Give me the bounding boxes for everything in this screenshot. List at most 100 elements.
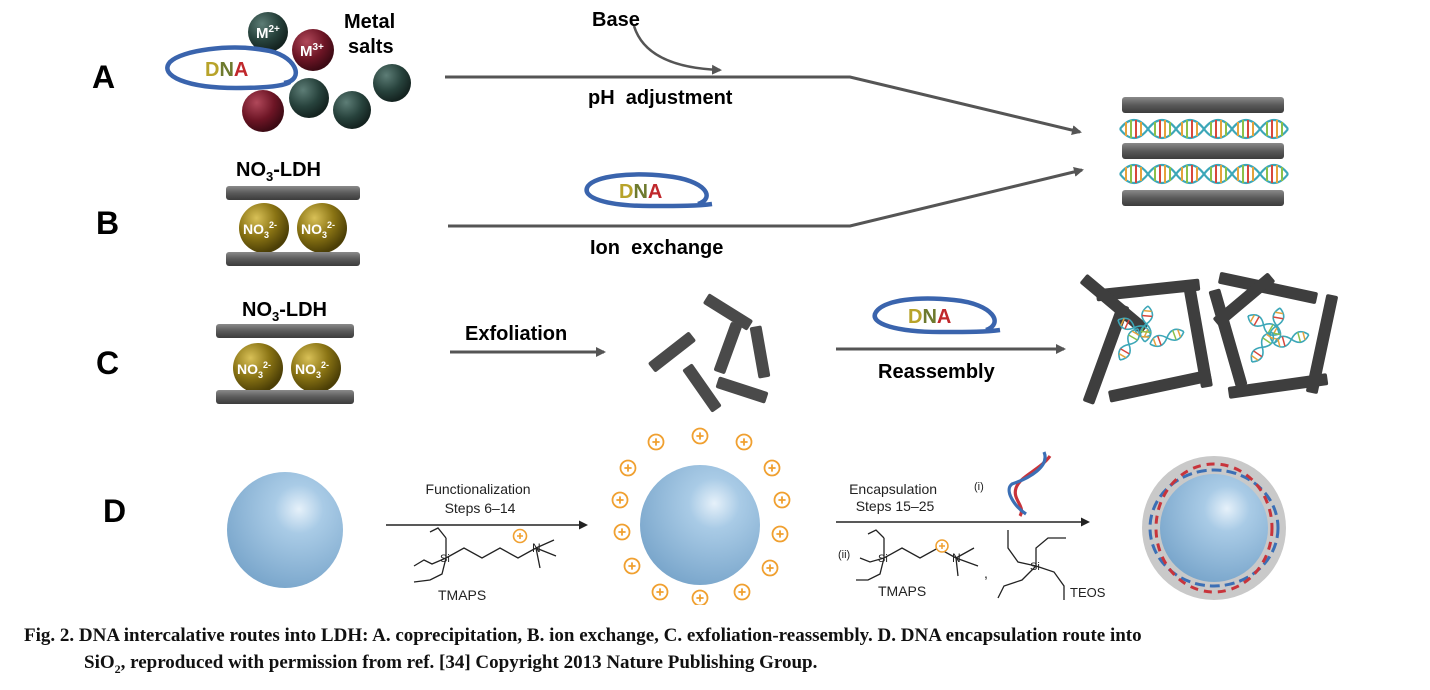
ldh-layer	[216, 390, 354, 404]
dna-label-c: DNA	[908, 306, 951, 328]
plus-charge-icon	[735, 433, 753, 451]
reagent-marker-ii: (ii)	[838, 549, 850, 561]
exfoliation-label: Exfoliation	[465, 323, 567, 345]
no3-ldh-label-c: NO3-LDH	[242, 299, 327, 324]
tmaps-si-label-2: Si	[878, 553, 888, 565]
dna-loop-b: DNA	[584, 172, 713, 209]
nanosheet	[648, 332, 696, 372]
intercalated-ldh-product	[1118, 97, 1290, 206]
no3-anion-sphere	[239, 203, 289, 253]
dna-wrap	[1148, 468, 1280, 588]
ldh-layer	[1122, 97, 1284, 113]
metal-ions-cluster: M2+ M3+	[242, 12, 411, 132]
plus-charge-icon	[611, 491, 629, 509]
reassembled-cage	[1080, 274, 1213, 405]
no3-anion-sphere	[297, 203, 347, 253]
nanosheet	[714, 322, 742, 374]
m2-ion-sphere	[248, 12, 288, 52]
no3-anion-label: NO32-	[243, 220, 277, 240]
base-addition-arrow	[632, 25, 722, 75]
ion-exchange-label: Ion exchange	[590, 237, 723, 259]
maroon-ion-sphere	[242, 90, 284, 132]
tmaps-label: TMAPS	[438, 587, 486, 603]
figure-caption: Fig. 2. DNA intercalative routes into LD…	[24, 622, 1414, 683]
ldh-layer	[1122, 143, 1284, 159]
ion-exchange-arrow	[448, 167, 1084, 228]
row-b-label: B	[96, 205, 119, 241]
silica-core	[1160, 474, 1268, 582]
plus-charge-icon	[771, 525, 789, 543]
row-c-label: C	[96, 345, 119, 381]
no3-anion-sphere	[233, 343, 283, 393]
no3-ldh-label-b: NO3-LDH	[236, 159, 321, 184]
silica-nanoparticle	[227, 472, 343, 588]
dna-label-b: DNA	[619, 181, 662, 203]
no3-ldh-c: NO32- NO32-	[216, 324, 354, 404]
plus-charge-icon	[613, 523, 631, 541]
ldh-layer	[216, 324, 354, 338]
plus-charge-icon	[761, 559, 779, 577]
dark-ion-sphere	[289, 78, 329, 118]
exfoliated-nanosheets	[648, 293, 771, 412]
dna-intercalation-figure: A M2+ M3+ Metal salts DNA Base pH adjust…	[92, 9, 1338, 605]
nanosheet	[682, 364, 722, 412]
dna-loop-a: DNA	[165, 45, 298, 91]
tmaps-label-2: TMAPS	[878, 583, 926, 599]
dna-double-helix-icon	[1007, 451, 1052, 517]
dna-encapsulated-particle	[1142, 456, 1286, 600]
dark-ion-sphere	[373, 64, 411, 102]
caption-line-1: Fig. 2. DNA intercalative routes into LD…	[24, 625, 1142, 646]
teos-structure	[997, 530, 1066, 600]
m2-ion-label: M2+	[256, 24, 280, 42]
reassembled-cage	[1208, 272, 1338, 399]
functionalization-label: Functionalization Steps 6–14	[426, 481, 535, 516]
plus-charge-icon	[691, 427, 709, 445]
reassembly-label: Reassembly	[878, 361, 996, 383]
plus-charge-icon	[733, 583, 751, 601]
no3-anion-label: NO32-	[295, 360, 329, 380]
cationic-charge-icon	[512, 528, 528, 544]
no3-ldh-b: NO32- NO32-	[226, 186, 360, 266]
plus-charge-icon	[763, 459, 781, 477]
teos-label: TEOS	[1070, 585, 1106, 600]
plus-charge-icon	[651, 583, 669, 601]
ldh-layer	[1122, 190, 1284, 206]
row-a-label: A	[92, 59, 115, 95]
tmaps-structure-2	[856, 529, 979, 581]
reagent-marker-i: (i)	[974, 481, 984, 493]
cationic-charge-icon	[935, 539, 949, 553]
tmaps-n-label-2: N	[952, 551, 961, 565]
plus-charge-icon	[647, 433, 665, 451]
tmaps-si-label: Si	[440, 553, 450, 565]
teos-si-label: Si	[1030, 561, 1040, 573]
base-label: Base	[592, 9, 640, 31]
ldh-layer	[226, 186, 360, 200]
m3-ion-sphere	[292, 29, 334, 71]
reagent-comma: ,	[984, 565, 988, 581]
no3-anion-label: NO32-	[301, 220, 335, 240]
metal-salts-label: Metal salts	[344, 11, 401, 58]
no3-anion-sphere	[291, 343, 341, 393]
ph-adjustment-label: pH adjustment	[588, 87, 733, 109]
tmaps-structure	[413, 527, 557, 583]
plus-charge-icon	[623, 557, 641, 575]
plus-charge-icon	[691, 589, 709, 605]
coprecipitation-arrow	[445, 75, 1082, 136]
nanosheet	[703, 293, 753, 331]
nanosheet	[749, 325, 771, 379]
plus-charge-icon	[773, 491, 791, 509]
dna-label-a: DNA	[205, 59, 248, 81]
m3-ion-label: M3+	[300, 42, 324, 60]
functionalized-silica-particle	[640, 465, 760, 585]
ldh-layer	[226, 252, 360, 266]
no3-anion-label: NO32-	[237, 360, 271, 380]
encapsulation-label: Encapsulation Steps 15–25	[849, 481, 941, 514]
dark-ion-sphere	[333, 91, 371, 129]
dna-wrap	[1154, 462, 1274, 594]
nanosheet	[715, 376, 769, 404]
dna-loop-c: DNA	[872, 296, 1001, 335]
plus-charge-icon	[619, 459, 637, 477]
tmaps-n-label: N	[532, 541, 541, 555]
row-d-label: D	[103, 493, 126, 529]
caption-line-2: SiO2, reproduced with permission from re…	[84, 652, 818, 676]
